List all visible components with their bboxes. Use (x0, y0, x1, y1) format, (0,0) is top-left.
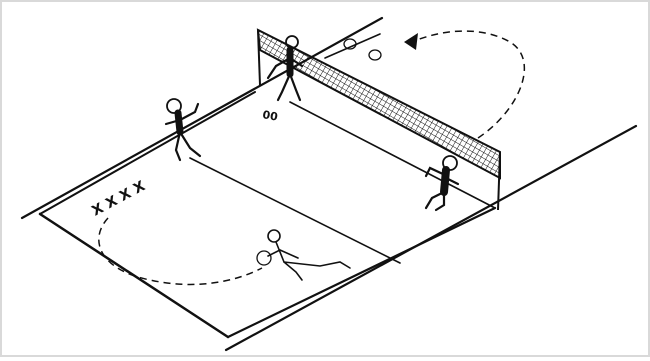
image-frame (0, 0, 650, 357)
